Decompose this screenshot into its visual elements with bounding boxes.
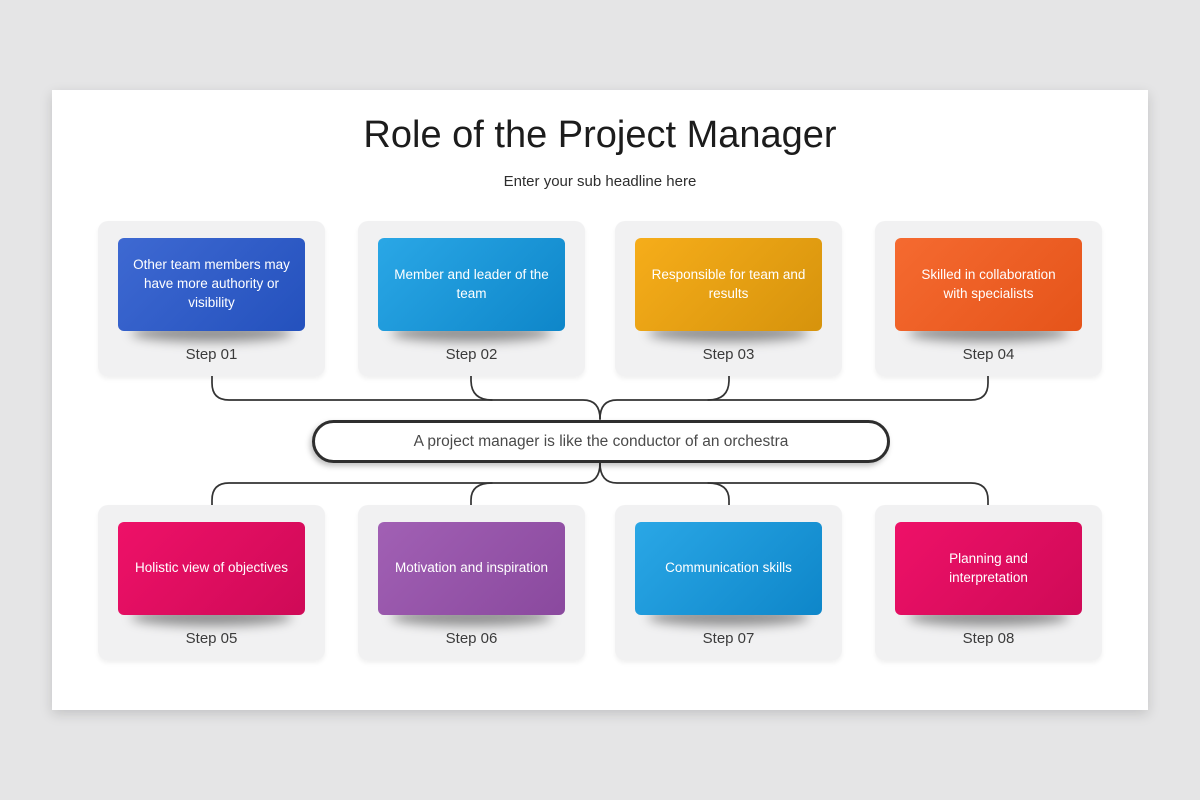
step-card-06: Motivation and inspiration Step 06 xyxy=(358,505,585,660)
step-card-08: Planning and interpretation Step 08 xyxy=(875,505,1102,660)
step-box-01: Other team members may have more authori… xyxy=(118,238,305,331)
step-card-02: Member and leader of the team Step 02 xyxy=(358,221,585,376)
step-box-02: Member and leader of the team xyxy=(378,238,565,331)
step-label-05: Step 05 xyxy=(185,630,238,647)
step-box-06: Motivation and inspiration xyxy=(378,522,565,615)
connector-banner-to-step8 xyxy=(599,462,989,506)
step-label-02: Step 02 xyxy=(445,346,498,363)
slide: Role of the Project Manager Enter your s… xyxy=(52,90,1148,710)
connector-step2-to-banner xyxy=(470,375,493,401)
step-card-05: Holistic view of objectives Step 05 xyxy=(98,505,325,660)
step-label-08: Step 08 xyxy=(962,630,1015,647)
connector-banner-to-step6 xyxy=(470,482,493,506)
step-label-03: Step 03 xyxy=(702,346,755,363)
connector-step4-to-banner xyxy=(599,375,989,420)
step-box-03: Responsible for team and results xyxy=(635,238,822,331)
page-title: Role of the Project Manager xyxy=(363,114,837,156)
connector-banner-to-step5 xyxy=(211,462,601,506)
step-card-03: Responsible for team and results Step 03 xyxy=(615,221,842,376)
step-box-08: Planning and interpretation xyxy=(895,522,1082,615)
step-card-07: Communication skills Step 07 xyxy=(615,505,842,660)
connector-step3-to-banner xyxy=(707,375,730,401)
step-card-04: Skilled in collaboration with specialist… xyxy=(875,221,1102,376)
step-box-04: Skilled in collaboration with specialist… xyxy=(895,238,1082,331)
step-label-07: Step 07 xyxy=(702,630,755,647)
step-card-01: Other team members may have more authori… xyxy=(98,221,325,376)
step-box-05: Holistic view of objectives xyxy=(118,522,305,615)
page-subtitle: Enter your sub headline here xyxy=(503,173,697,190)
step-box-07: Communication skills xyxy=(635,522,822,615)
step-label-01: Step 01 xyxy=(185,346,238,363)
connector-banner-to-step7 xyxy=(707,482,730,506)
connector-step1-to-banner xyxy=(211,375,601,420)
step-label-04: Step 04 xyxy=(962,346,1015,363)
center-banner: A project manager is like the conductor … xyxy=(312,420,890,463)
step-label-06: Step 06 xyxy=(445,630,498,647)
